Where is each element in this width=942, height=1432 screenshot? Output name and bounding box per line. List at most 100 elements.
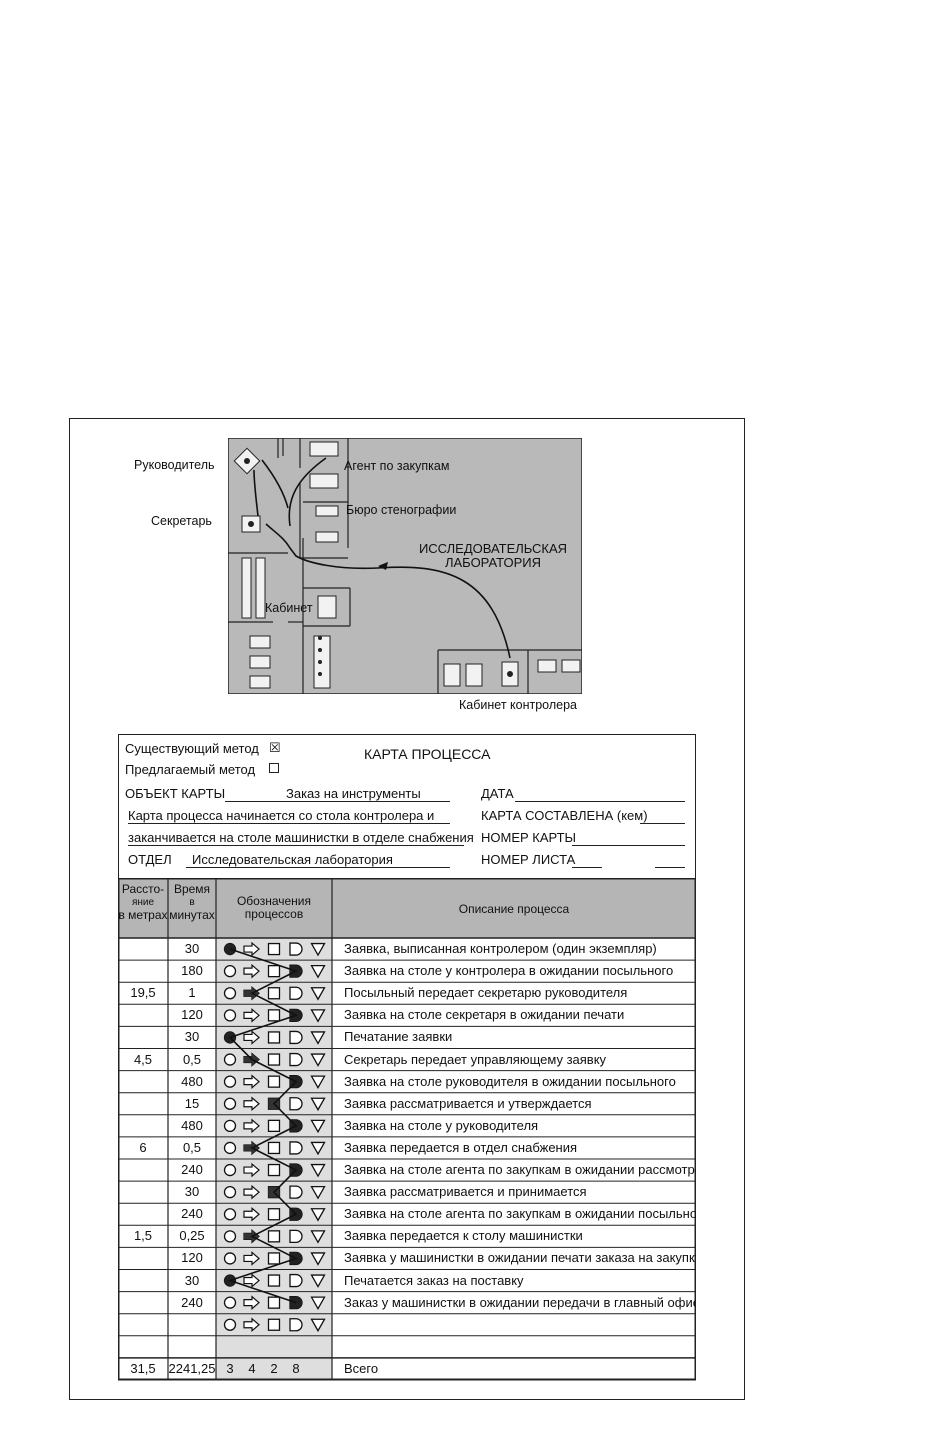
storage-icon [310,1119,326,1134]
inspection-icon [267,942,281,956]
description-cell: Заявка передается в отдел снабжения [344,1139,578,1155]
distance-cell [118,1071,168,1093]
description-cell: Печатание заявки [344,1029,453,1045]
dept-value: Исследовательская лаборатория [192,852,393,867]
distance-cell [118,1181,168,1203]
chart-number-line [572,845,685,846]
time-cell: 480 [181,1073,203,1089]
distance-cell [118,1093,168,1115]
plan-walls [228,438,582,694]
distance-cell [118,1004,168,1026]
time-cell: 1 [188,985,196,1001]
chart-object-value: Заказ на инструменты [286,786,421,801]
active-delay-mark [290,1296,302,1309]
header-distance-3: в метрах [118,908,168,922]
date-line [515,801,685,802]
sheet-number-label: НОМЕР ЛИСТА [481,852,576,867]
label-lab-line2: ЛАБОРАТОРИЯ [444,555,542,570]
time-cell: 240 [181,1162,203,1177]
label-steno-bureau: Бюро стенографии [346,503,457,517]
chart-object-line [225,801,450,802]
process-flow-line [227,948,299,1304]
compiled-by-line [640,823,685,824]
time-cell: 15 [184,1095,200,1111]
description-line1-underline [128,823,450,824]
operation-icon [223,1097,237,1110]
total-distance: 31,5 [130,1360,156,1376]
description-cell: Заявка рассматривается и принимается [344,1184,587,1200]
storage-icon [310,1208,326,1222]
description-cell [332,1336,696,1358]
storage-icon [310,942,326,957]
delay-icon [289,986,303,1000]
label-secretary: Секретарь [151,514,212,528]
process-route [253,457,511,659]
time-cell: 240 [181,1294,203,1310]
time-cell: 180 [181,963,203,979]
inspection-icon [267,1274,281,1287]
page-frame [69,418,745,1400]
process-symbols [223,1229,326,1244]
label-controller-office: Кабинет контролера [459,698,577,712]
inspection-icon [267,1318,281,1331]
existing-method-checkbox[interactable]: ☒ [269,740,281,755]
time-cell: 0,25 [179,1228,205,1244]
distance-cell [118,1336,168,1358]
operation-icon [223,1318,237,1331]
description-cell: Заявка на столе агента по закупкам в ожи… [344,1206,696,1222]
transport-icon [243,963,260,979]
operation-icon [223,1230,237,1243]
inspection-icon [267,1141,281,1155]
storage-icon [310,1141,326,1156]
distance-cell [118,1115,168,1137]
time-cell: 30 [184,1272,200,1288]
description-line2-underline [128,845,464,846]
description-cell: Заявка передается к столу машинистки [344,1228,583,1244]
route-arrow [378,562,388,570]
header-time-2: в [189,897,195,908]
process-symbols [223,1008,326,1023]
description-cell: Заявка на столе секретаря в ожидании печ… [344,1007,625,1023]
operation-icon [223,1208,237,1221]
inspection-icon [267,1208,281,1221]
description-cell: Заявка, выписанная контролером (один экз… [344,941,657,956]
inspection-icon [267,1163,281,1177]
description-line2: заканчивается на столе машинистки в отде… [128,830,474,845]
inspection-icon [267,1296,281,1309]
dept-label: ОТДЕЛ [128,852,172,867]
transport-icon [243,1184,260,1200]
storage-icon [310,1075,326,1089]
sheet-number-line [572,867,602,868]
distance-cell [118,1247,168,1269]
header-time-1: Время [173,882,211,896]
chart-title: КАРТА ПРОЦЕССА [364,746,491,762]
time-cell [168,1336,216,1358]
header-time-3: минутах [169,908,215,922]
time-cell: 480 [181,1117,203,1133]
description-cell: Заявка рассматривается и утверждается [344,1095,592,1111]
total-count-2: 2 [270,1360,278,1376]
inspection-icon [267,1031,281,1044]
storage-icon [310,1318,326,1333]
storage-icon [310,1186,326,1200]
process-symbols [223,1140,326,1156]
distance-cell [118,1026,168,1048]
storage-icon [310,1252,326,1266]
storage-icon [310,1230,326,1244]
transport-icon [243,1118,260,1134]
total-time: 2241,25 [168,1360,216,1376]
description-cell: Заявка на столе у контролера в ожидании … [344,963,674,979]
storage-icon [310,1274,326,1288]
time-cell: 240 [181,1206,203,1222]
time-cell: 0,5 [182,1051,202,1067]
proposed-method-checkbox[interactable] [269,763,279,773]
label-lab: ИССЛЕДОВАТЕЛЬСКАЯ ЛАБОРАТОРИЯ [418,542,568,570]
process-symbols [223,1295,326,1310]
header-symbols-2: процессов [244,907,304,921]
transport-icon [243,1162,260,1178]
time-cell [168,1314,216,1336]
operation-icon [223,1053,237,1066]
operation-icon [223,1141,237,1155]
delay-icon [289,1185,303,1199]
label-lab-line1: ИССЛЕДОВАТЕЛЬСКАЯ [418,541,568,556]
